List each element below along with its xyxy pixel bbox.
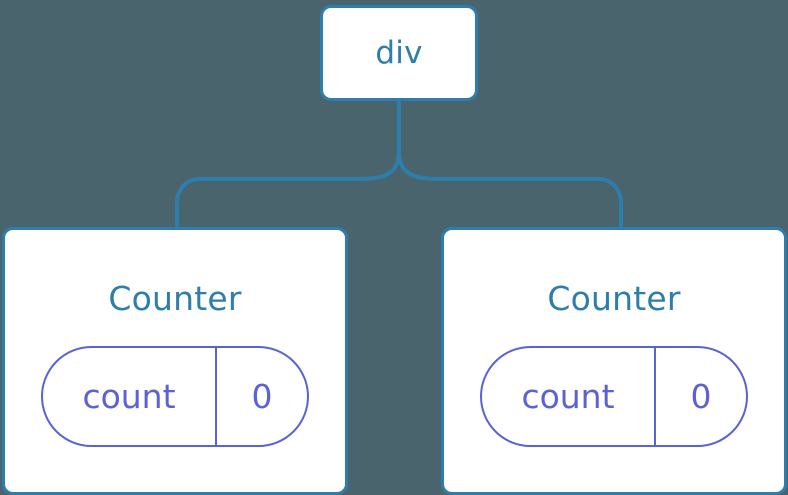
- connector-branch-right: [397, 150, 623, 231]
- state-value-left: 0: [217, 348, 307, 445]
- state-key-left: count: [43, 348, 217, 445]
- node-div[interactable]: div: [320, 5, 478, 101]
- state-key-right-text: count: [521, 377, 615, 416]
- state-pill-left[interactable]: count 0: [41, 346, 309, 447]
- connector-branch-left: [175, 150, 401, 231]
- state-value-right-text: 0: [690, 377, 712, 416]
- node-div-label: div: [375, 34, 423, 71]
- state-value-left-text: 0: [251, 377, 273, 416]
- node-counter-left[interactable]: Counter count 0: [2, 227, 348, 495]
- state-key-left-text: count: [82, 377, 176, 416]
- state-pill-right[interactable]: count 0: [480, 346, 748, 447]
- state-key-right: count: [482, 348, 656, 445]
- node-counter-right-label: Counter: [547, 279, 681, 318]
- state-value-right: 0: [656, 348, 746, 445]
- node-counter-left-label: Counter: [108, 279, 242, 318]
- node-counter-right[interactable]: Counter count 0: [441, 227, 787, 495]
